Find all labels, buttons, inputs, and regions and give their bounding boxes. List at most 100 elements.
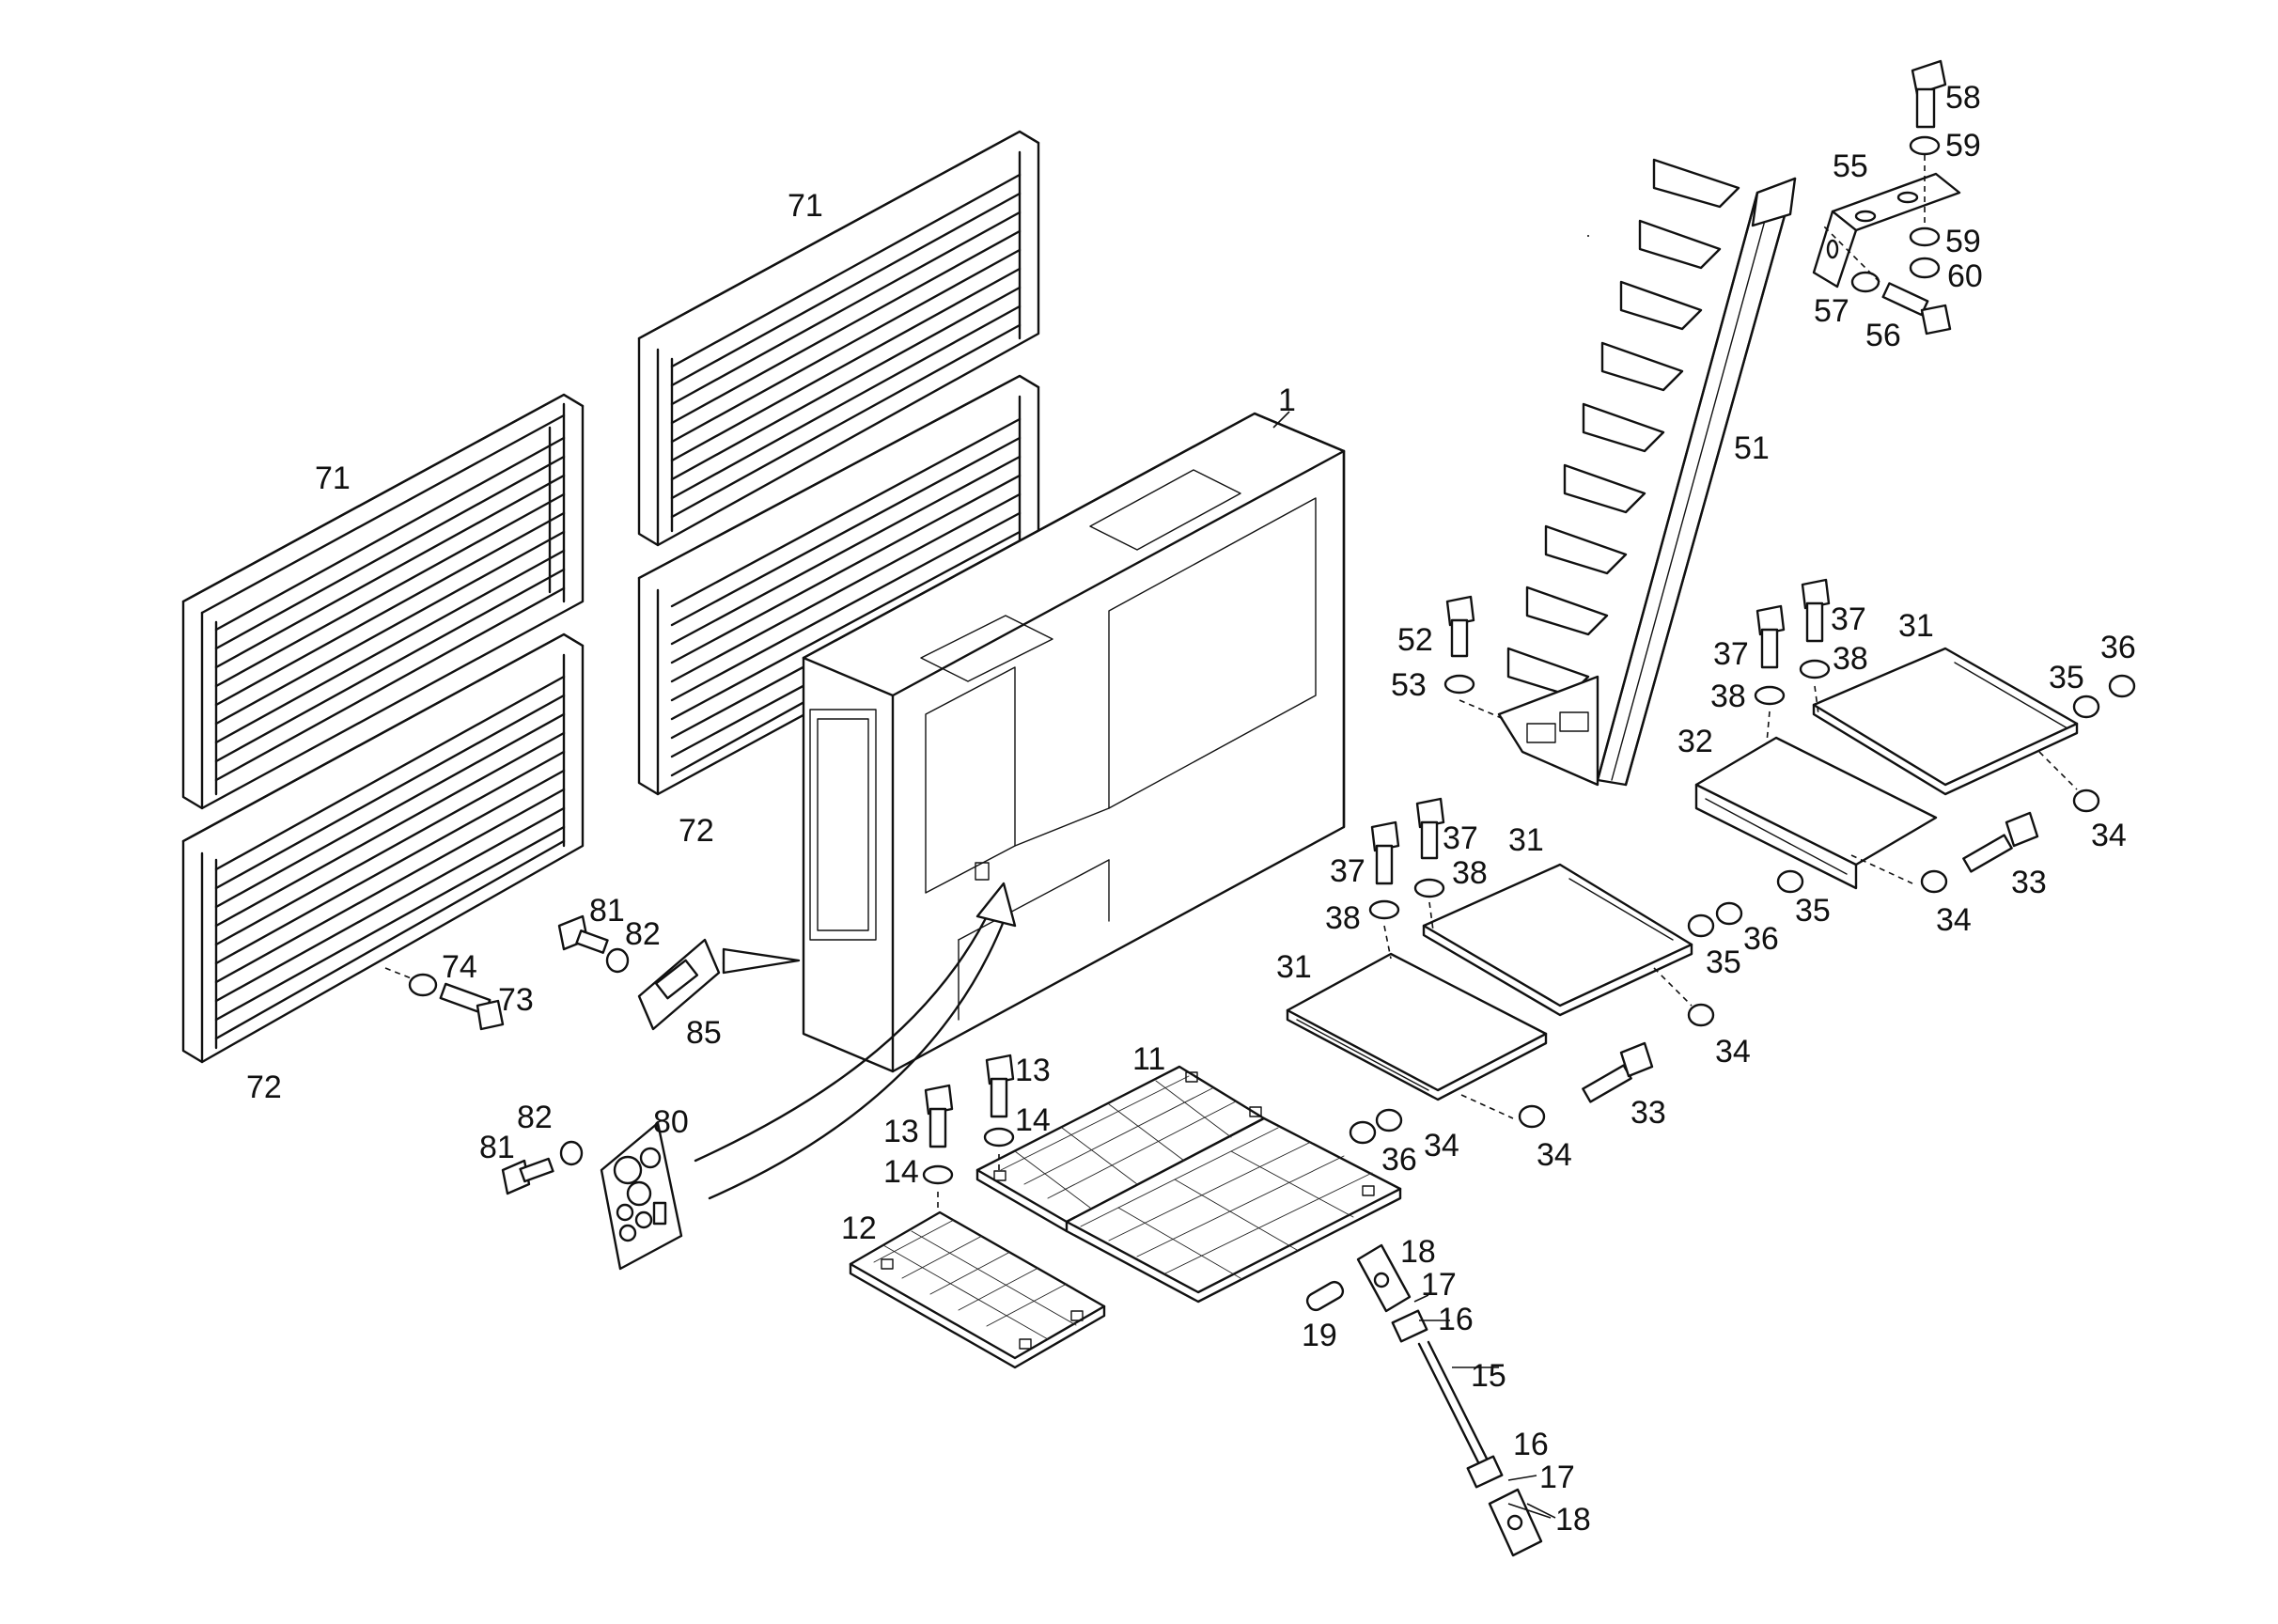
callout-74: 74 [442, 949, 477, 985]
callout-33-b: 33 [2011, 865, 2047, 900]
callout-17-bottom: 17 [1539, 1460, 1575, 1495]
callout-81-bottom: 81 [479, 1130, 515, 1165]
washer-38-a [1368, 899, 1400, 920]
callout-11: 11 [1132, 1041, 1165, 1077]
callout-34-a: 34 [1424, 1128, 1459, 1163]
step-plate-31-c [1812, 647, 2079, 796]
callout-19: 19 [1302, 1318, 1337, 1353]
ladder-51 [1497, 158, 1797, 787]
callout-32: 32 [1677, 724, 1713, 759]
callout-38-b: 38 [1452, 855, 1488, 891]
callout-36-b: 36 [1743, 921, 1779, 957]
washer-59-top [1909, 135, 1941, 156]
callout-55: 55 [1833, 148, 1868, 184]
callout-16-top: 16 [1438, 1302, 1474, 1337]
callout-34-b: 34 [1537, 1137, 1572, 1173]
callout-34-d: 34 [1936, 902, 1972, 938]
callout-37-b: 37 [1443, 820, 1478, 856]
washer-35-c [2072, 695, 2100, 719]
callout-80: 80 [653, 1104, 689, 1140]
washer-34-d [1920, 869, 1948, 894]
bolt-73 [439, 982, 505, 1031]
callout-37-c: 37 [1713, 636, 1749, 672]
nut-36-b [1715, 901, 1743, 926]
callout-35-a: 35 [1706, 945, 1741, 980]
clamp-18-top [1356, 1243, 1412, 1313]
callout-82-bottom: 82 [517, 1100, 553, 1135]
callout-12: 12 [841, 1210, 877, 1246]
callout-14-right: 14 [1015, 1102, 1051, 1138]
callout-72-left: 72 [246, 1070, 282, 1105]
washer-14-b [983, 1127, 1015, 1148]
nut-16-17-top [1391, 1309, 1428, 1343]
washer-35-a [1687, 914, 1715, 938]
callout-72-center: 72 [679, 813, 714, 849]
side-panel-72-left [181, 632, 585, 1064]
callout-53: 53 [1391, 667, 1427, 703]
bolt-37-a [1370, 820, 1400, 885]
clamp-18-bottom [1488, 1488, 1543, 1557]
callout-13-right: 13 [1015, 1053, 1051, 1088]
callout-57: 57 [1814, 293, 1849, 329]
bolt-37-d [1801, 578, 1831, 643]
callout-33-a: 33 [1630, 1095, 1666, 1131]
callout-16-bottom: 16 [1513, 1427, 1549, 1462]
cover-plate-85 [637, 938, 721, 1031]
bolt-13-a [924, 1084, 954, 1148]
bolt-56 [1881, 282, 1952, 336]
bolt-13-b [985, 1054, 1015, 1118]
callout-1: 1 [1278, 383, 1296, 418]
step-plate-31-a [1286, 952, 1548, 1101]
bolt-81-b [501, 1157, 554, 1195]
washer-82-a [605, 947, 630, 974]
callout-56: 56 [1865, 318, 1901, 353]
washer-57 [1850, 271, 1880, 293]
callout-85: 85 [686, 1015, 722, 1051]
floor-plate-12 [849, 1210, 1106, 1369]
callout-35-b: 35 [1795, 893, 1831, 929]
bolt-33-b [1962, 811, 2039, 873]
washer-34-e [2072, 789, 2100, 813]
washer-35-b [1776, 869, 1804, 894]
callout-37-d: 37 [1831, 601, 1866, 637]
callout-81-top: 81 [589, 893, 625, 929]
bolt-37-b [1415, 797, 1445, 860]
callout-59-bottom: 59 [1945, 224, 1981, 259]
callout-31-b: 31 [1508, 822, 1544, 858]
washer-38-b [1413, 878, 1445, 898]
floor-plate-11 [975, 1065, 1402, 1304]
bracket-55 [1812, 172, 1961, 289]
washer-59-bottom [1909, 226, 1941, 247]
callout-38-a: 38 [1325, 900, 1361, 936]
washer-38-d [1799, 659, 1831, 679]
curved-arrow-icon [694, 882, 1017, 1200]
callout-71-left: 71 [315, 461, 351, 496]
side-panel-71-center [637, 130, 1040, 547]
nut-60 [1909, 257, 1941, 279]
main-frame-1 [802, 412, 1346, 1073]
leader-lines [384, 155, 2078, 1519]
nut-36-c [2108, 674, 2136, 698]
callout-14-left: 14 [883, 1154, 919, 1190]
callout-71-center: 71 [788, 188, 823, 224]
callout-38-c: 38 [1710, 679, 1746, 714]
callout-58: 58 [1945, 80, 1981, 116]
step-plate-31-b [1422, 863, 1693, 1017]
washer-74 [408, 973, 438, 997]
washer-14-a [922, 1164, 954, 1185]
bolt-52 [1445, 595, 1475, 658]
callout-31-a: 31 [1276, 949, 1312, 985]
callout-15: 15 [1471, 1358, 1506, 1394]
callout-35-c: 35 [2049, 660, 2084, 695]
callout-13-left: 13 [883, 1114, 919, 1149]
pin-19 [1305, 1280, 1345, 1312]
callout-18-top: 18 [1400, 1234, 1436, 1270]
callout-34-c: 34 [1715, 1034, 1751, 1070]
arrow-icon [722, 947, 801, 975]
callout-73: 73 [498, 982, 534, 1018]
bolt-58 [1911, 59, 1947, 129]
washer-38-c [1754, 685, 1786, 706]
bolt-81-a [557, 914, 609, 954]
instrument-panel-80 [600, 1121, 683, 1271]
callout-36-a: 36 [1381, 1142, 1417, 1178]
